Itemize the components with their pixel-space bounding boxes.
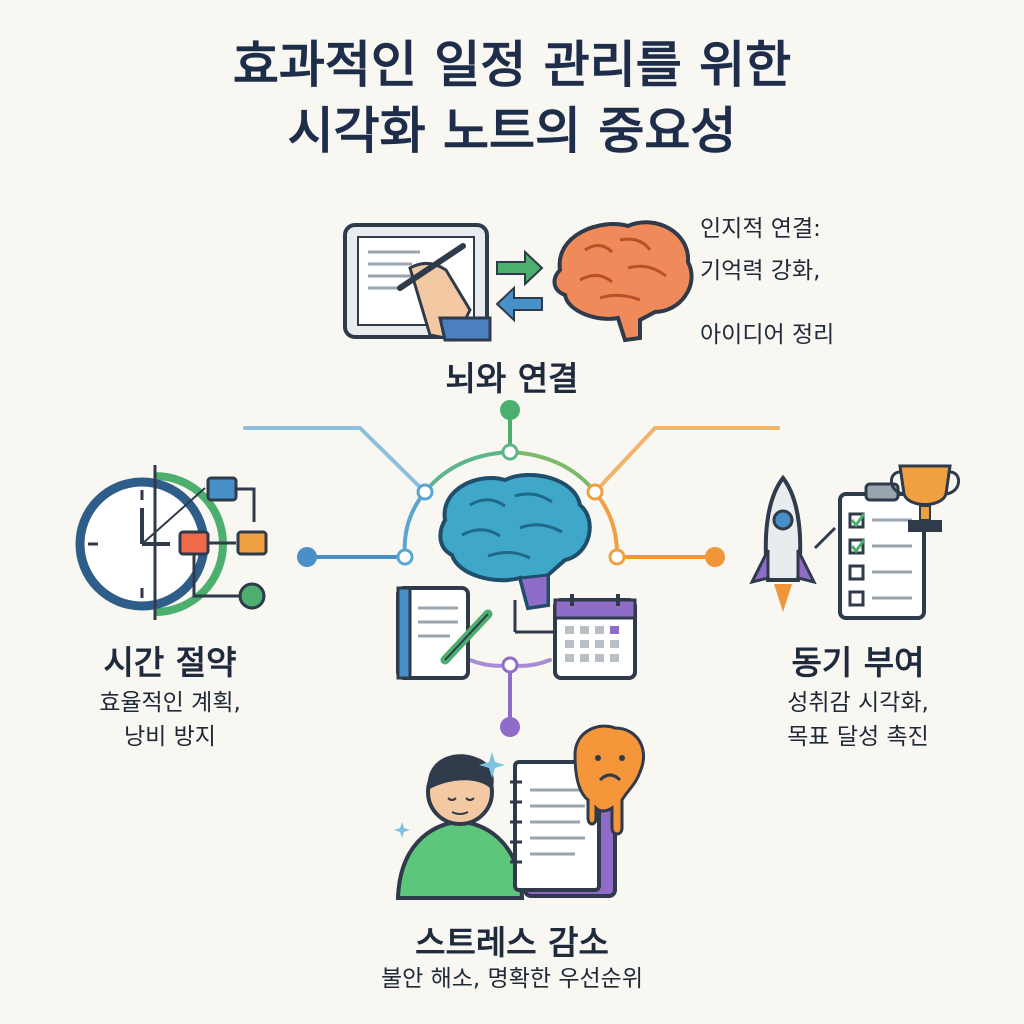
title-line-1: 효과적인 일정 관리를 위한 (232, 36, 792, 94)
motivation-desc-line-1: 성취감 시각화, (787, 690, 929, 716)
stress-label: 스트레스 감소 (415, 923, 609, 962)
connector-nodes (297, 400, 725, 737)
junction-left (396, 548, 414, 566)
notebook-stress-icon (510, 760, 617, 898)
arc-top-right (508, 450, 597, 494)
node-brain (500, 400, 520, 420)
worried-face-icon (573, 724, 646, 836)
calendar-icon (553, 594, 637, 680)
arc-top-left (423, 450, 512, 494)
node-time (297, 547, 317, 567)
brain-label: 뇌와 연결 (445, 359, 579, 398)
flowchart-icon (178, 476, 268, 610)
motivation-label: 동기 부여 (791, 643, 925, 682)
rocket-arrow (813, 526, 837, 550)
time-desc-line-2: 낭비 방지 (124, 724, 216, 750)
junction-top (501, 443, 519, 461)
brain-orange-icon (552, 220, 694, 343)
arrow-left-icon (495, 285, 543, 323)
node-stress (500, 717, 520, 737)
junction-right (608, 548, 626, 566)
junction-bottom (501, 656, 519, 674)
arrow-right-icon (496, 249, 544, 287)
motivation-desc-line-2: 목표 달성 촉진 (787, 724, 929, 750)
junction-top-right (586, 483, 604, 501)
arc-right (593, 490, 620, 559)
junction-top-left (416, 483, 434, 501)
brain-desc-line-2: 기억력 강화, (700, 258, 821, 284)
title-line-2: 시각화 노트의 중요성 (287, 102, 737, 160)
sparkle-icon (479, 752, 505, 778)
brain-blue-icon (438, 472, 592, 611)
branch-right-upper (593, 426, 780, 494)
branch-left-upper (243, 426, 427, 494)
arc-left (402, 490, 427, 559)
sparkle-small-icon (394, 822, 410, 838)
brain-desc-line-1: 인지적 연결: (700, 216, 821, 242)
person-icon (395, 754, 525, 900)
node-motivation (705, 547, 725, 567)
rocket-icon (749, 474, 817, 612)
tablet-icon (343, 223, 492, 342)
trophy-icon (890, 464, 960, 532)
time-desc-line-1: 효율적인 계획, (99, 690, 241, 716)
stress-desc: 불안 해소, 명확한 우선순위 (380, 966, 643, 992)
checklist-icon (838, 482, 926, 620)
brain-desc-line-3: 아이디어 정리 (700, 322, 835, 348)
notebook-icon (396, 586, 493, 680)
time-label: 시간 절약 (103, 643, 237, 682)
